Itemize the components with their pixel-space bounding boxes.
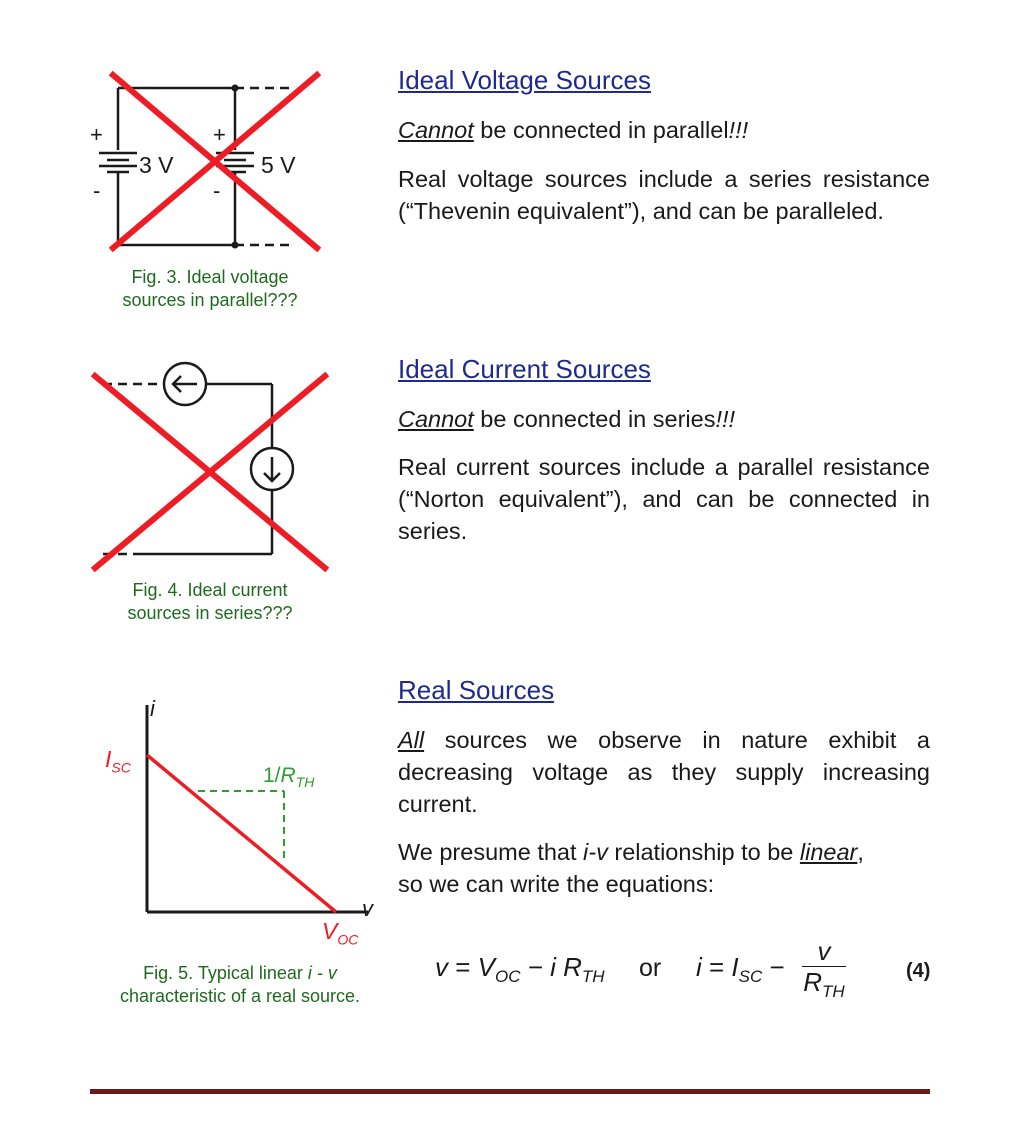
eq-equals-2: = [701, 952, 732, 982]
voltage-cannot-line: Cannot be connected in parallel!!! [398, 114, 930, 146]
slope-a: 1/ [263, 764, 281, 787]
isc-sub: SC [111, 759, 131, 776]
axis-label-v: v [362, 896, 373, 921]
fig5-cap-a: Fig. 5. Typical linear [143, 963, 308, 983]
fig3-caption: Fig. 3. Ideal voltage sources in paralle… [90, 266, 330, 312]
fig4-caption-line2: sources in series??? [127, 603, 293, 623]
eq-equals: = [448, 952, 478, 982]
real-p1-rest: sources we observe in nature exhibit a d… [398, 727, 930, 817]
eq-isc-sub: SC [738, 967, 763, 987]
fig4-caption-line1: Fig. 4. Ideal current [132, 580, 288, 600]
real-p2-c: , [857, 839, 864, 865]
eq-voc-sub: OC [494, 967, 521, 987]
fig5-svg [145, 705, 368, 914]
axis-label-i: i [150, 696, 155, 721]
eq-frac-den-r: R [803, 967, 823, 997]
eq-v: v [435, 952, 448, 982]
fig3-caption-line2: sources in parallel??? [122, 290, 298, 310]
plus-sign-a: + [90, 122, 103, 147]
exclamation-2: !!! [715, 406, 736, 432]
fig5-caption: Fig. 5. Typical linear i - v characteris… [95, 962, 385, 1008]
fig4-circuit [85, 360, 335, 575]
isc-main: I [105, 746, 112, 772]
fig3-svg [99, 70, 322, 253]
real-p2-a: We presume that [398, 839, 584, 865]
voltage-paragraph: Real voltage sources include a series re… [398, 166, 930, 224]
minus-sign-b: - [213, 178, 221, 203]
eq-voc: V [477, 952, 495, 982]
all-em: All [398, 727, 425, 753]
real-paragraph-2: We presume that i-v relationship to be l… [398, 836, 930, 900]
voc-label: VOC [322, 918, 358, 948]
equation-4-right: i = ISC − [696, 952, 785, 987]
fig3-circuit: + - 3 V + - 5 V [85, 70, 335, 260]
real-paragraph-1: All sources we observe in nature exhibit… [398, 724, 930, 820]
slope-r: R [280, 764, 296, 787]
eq-frac-num: v [817, 936, 831, 966]
heading-ideal-voltage: Ideal Voltage Sources [398, 65, 651, 95]
equation-or: or [639, 954, 662, 982]
iv-line [145, 753, 338, 914]
cannot-em: Cannot [398, 117, 474, 143]
real-p2-b: relationship to be [607, 839, 800, 865]
current-cannot-line: Cannot be connected in series!!! [398, 403, 930, 435]
bottom-rule [90, 1089, 930, 1094]
voc-sub: OC [337, 931, 359, 948]
equation-4-left: v = VOC − i RTH [435, 952, 605, 987]
eq-isc: I [731, 952, 739, 982]
fig3-caption-line1: Fig. 3. Ideal voltage [131, 267, 289, 287]
eq-r-sub: TH [581, 967, 605, 987]
real-p2-iv: i-v [583, 839, 608, 865]
voc-main: V [322, 918, 338, 944]
current-paragraph: Real current sources include a parallel … [398, 454, 930, 544]
isc-label: ISC [105, 746, 131, 776]
source-label-5v: 5 V [261, 152, 296, 178]
equation-number: (4) [906, 960, 931, 982]
plus-sign-b: + [213, 122, 226, 147]
eq-r: R [563, 952, 582, 982]
source-label-3v: 3 V [139, 152, 174, 178]
eq-frac-den: RTH [800, 967, 848, 1007]
fig5-iv-chart: i v ISC 1/RTH VOC [100, 690, 380, 955]
minus-sign-a: - [93, 178, 101, 203]
fig5-caption-line2: characteristic of a real source. [119, 986, 361, 1006]
slope-sub: TH [295, 774, 315, 791]
eq-frac-bar [802, 966, 846, 967]
equation-fraction: v RTH [800, 936, 848, 1007]
eq-minus-i: − i [520, 952, 564, 982]
cannot-em-2: Cannot [398, 406, 474, 432]
eq-minus: − [762, 952, 785, 982]
fig4-caption: Fig. 4. Ideal current sources in series?… [90, 579, 330, 625]
eq-i: i [696, 952, 702, 982]
fig4-svg [90, 361, 330, 573]
eq-frac-den-sub: TH [822, 982, 845, 1002]
heading-ideal-current: Ideal Current Sources [398, 354, 651, 384]
heading-real-sources: Real Sources [398, 675, 555, 705]
fig5-caption-line1: Fig. 5. Typical linear i - v [95, 962, 385, 985]
voltage-line1-rest: be connected in parallel [473, 117, 729, 143]
current-line1-rest: be connected in series [473, 406, 716, 432]
fig5-cap-b: i - v [307, 963, 337, 983]
real-p2-d: so we can write the equations: [398, 871, 715, 897]
exclamation: !!! [728, 117, 749, 143]
real-p2-linear: linear [799, 839, 858, 865]
slope-label: 1/RTH [263, 764, 314, 790]
